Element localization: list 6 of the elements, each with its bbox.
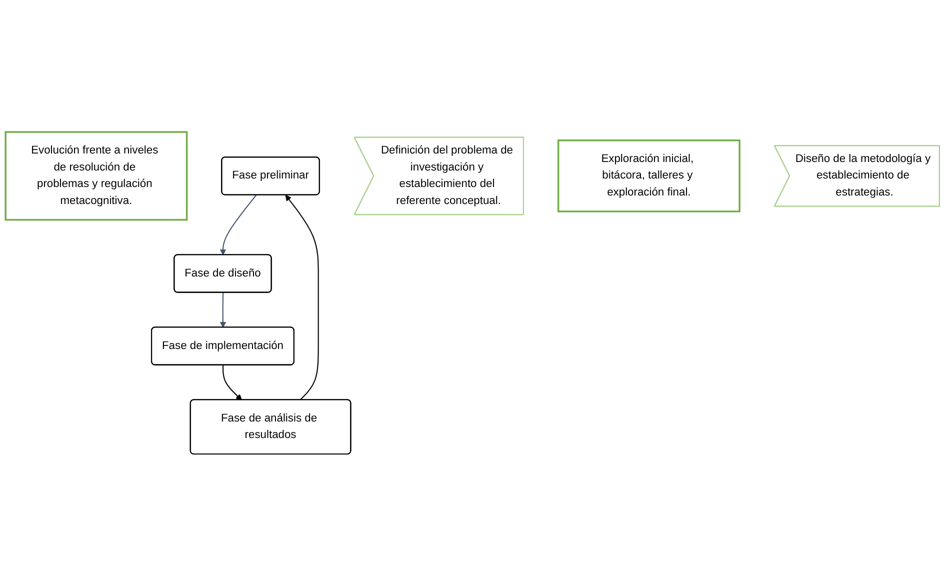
arrow bbox=[285, 194, 319, 400]
arrow bbox=[220, 292, 226, 328]
arrow bbox=[220, 194, 257, 256]
node-box: Evolución frente a niveles de resolución de problemas y regulación metacognitiva. bbox=[4, 131, 188, 221]
node-box: Exploración inicial, bitácora, talleres y exploración final. bbox=[557, 139, 740, 212]
arrow bbox=[222, 365, 242, 400]
